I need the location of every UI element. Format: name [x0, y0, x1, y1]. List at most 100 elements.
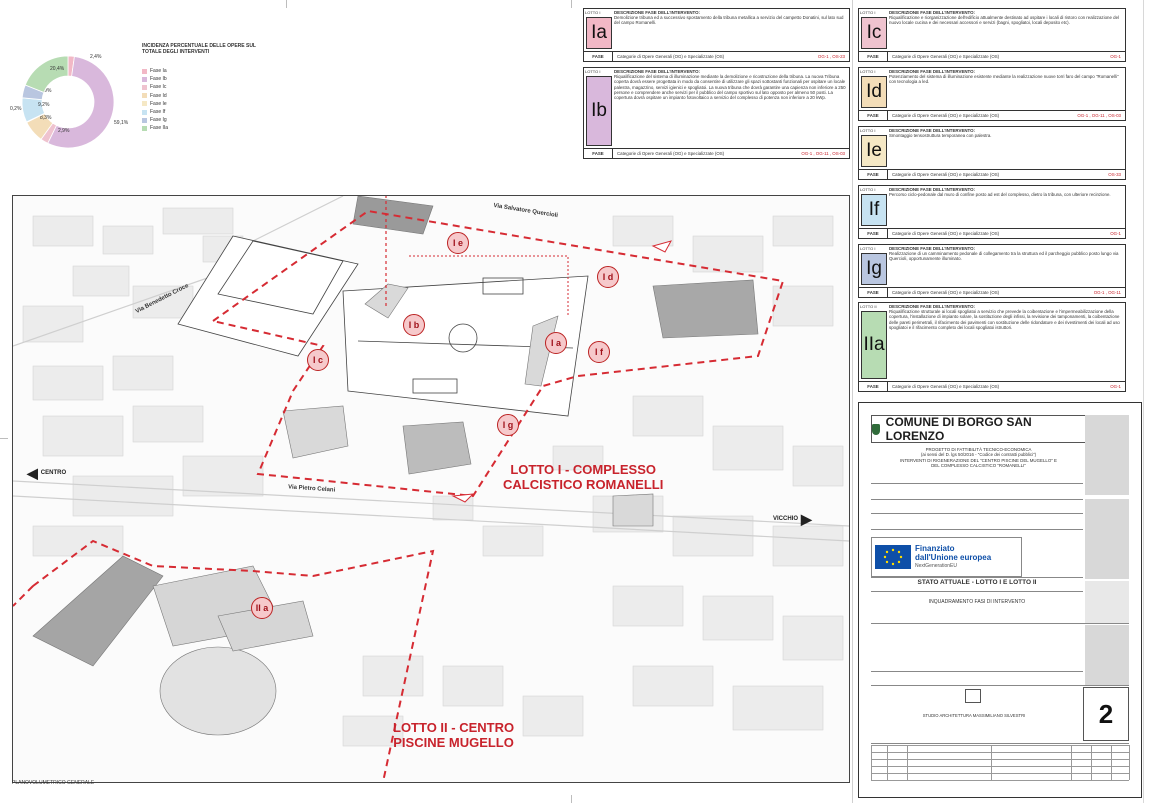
fold-line	[0, 438, 8, 439]
project-line: DEL COMPLESSO CALCISTICO "ROMANELLI"	[931, 462, 1026, 468]
municipality-header: COMUNE DI BORGO SAN LORENZO	[871, 415, 1086, 443]
marker-ig[interactable]: I g	[497, 414, 519, 436]
lotto1-label-line: CALCISTICO ROMANELLI	[503, 477, 664, 492]
phase-desc-title: DESCRIZIONE FASE DELL'INTERVENTO:	[889, 304, 976, 309]
eu-line: NextGenerationEU	[915, 562, 957, 569]
revision-col-line	[871, 745, 872, 780]
coat-of-arms-icon	[872, 423, 880, 435]
marker-id[interactable]: I d	[597, 266, 619, 288]
phase-desc-text: Riqualificazione e riorganizzazione dell…	[889, 15, 1120, 26]
phase-fase-label: FASE	[859, 288, 888, 297]
phase-lotto: LOTTO I	[860, 69, 876, 74]
donut-value-label: 59,1%	[114, 120, 129, 126]
studio-logo-icon	[965, 689, 981, 703]
phase-description: DESCRIZIONE FASE DELL'INTERVENTO:Riquali…	[889, 304, 1123, 330]
lotto2-label-line: LOTTO II - CENTRO	[393, 720, 515, 735]
phase-desc-text: Realizzazione di un camminamento pedonal…	[889, 251, 1119, 262]
marker-ie[interactable]: I e	[447, 232, 469, 254]
phase-desc-text: Smontaggio tensostruttura temporanea con…	[889, 133, 992, 139]
marker-ic[interactable]: I c	[307, 349, 329, 371]
project-line: PROGETTO DI FATTIBILITÀ TECNICO-ECONOMIC…	[925, 447, 1032, 452]
fold-line	[571, 795, 572, 803]
phase-code: Ia	[586, 17, 612, 49]
project-description: PROGETTO DI FATTIBILITÀ TECNICO-ECONOMIC…	[871, 447, 1086, 468]
phase-category: Categorie di Opere Generali (OG) e Speci…	[617, 150, 725, 156]
revision-row-line	[871, 759, 1129, 760]
marker-iia[interactable]: II a	[251, 597, 273, 619]
phase-category: Categorie di Opere Generali (OG) e Speci…	[892, 53, 1000, 59]
phase-code: Ib	[586, 76, 612, 146]
divider	[871, 623, 1129, 624]
phase-fase-label: FASE	[859, 170, 888, 179]
divider	[871, 685, 1129, 686]
legend-label: Fase Ie	[150, 100, 167, 107]
legend-title: INCIDENZA PERCENTUALE DELLE OPERE SUL TO…	[142, 43, 256, 55]
phase-category: Categorie di Opere Generali (OG) e Speci…	[617, 53, 725, 59]
legend-swatch	[142, 126, 147, 132]
phase-category: Categorie di Opere Generali (OG) e Speci…	[892, 230, 1000, 236]
legend-item: Fase If	[142, 108, 168, 116]
marker-ia[interactable]: I a	[545, 332, 567, 354]
fold-line	[286, 0, 287, 8]
eu-funding-badge: Finanziato dall'Unione europea NextGener…	[871, 537, 1022, 577]
legend-label: Fase Id	[150, 92, 167, 99]
phase-footer: FASE Categorie di Opere Generali (OG) e S…	[859, 228, 1125, 238]
legend-label: Fase Ia	[150, 68, 167, 74]
phase-lotto: LOTTO I	[860, 246, 876, 251]
drawing-number: 2	[1083, 687, 1129, 741]
phase-category-codes: OG-1	[1110, 53, 1121, 59]
fold-line	[1143, 0, 1144, 803]
legend-item: Fase Ic	[142, 83, 168, 91]
divider	[871, 513, 1083, 514]
phase-fase-label: FASE	[859, 229, 888, 238]
revision-table	[871, 745, 1130, 785]
revision-col-line	[1129, 745, 1130, 780]
phase-code: IIa	[861, 311, 887, 379]
site-plan-drawing	[13, 196, 849, 782]
phase-fase-label: FASE	[859, 111, 888, 120]
legend-swatch	[142, 101, 147, 107]
marker-ib[interactable]: I b	[403, 314, 425, 336]
direction-label: CENTRO	[40, 470, 67, 476]
revision-row-line	[871, 745, 1129, 746]
phase-fase-label: FASE	[859, 382, 888, 391]
fold-line	[852, 0, 853, 803]
marker-if[interactable]: I f	[588, 341, 610, 363]
phase-desc-title: DESCRIZIONE FASE DELL'INTERVENTO:	[614, 10, 701, 15]
phase-lotto: LOTTO II	[860, 304, 877, 309]
direction-centro: ◀CENTRO	[27, 466, 67, 480]
legend-label: Fase If	[150, 109, 166, 116]
phase-category: Categorie di Opere Generali (OG) e Speci…	[892, 171, 1000, 177]
phase-category-codes: OG-1 , OG-11	[1093, 289, 1121, 295]
phase-desc-text: Riqualificazione del sistema di illumina…	[614, 74, 846, 101]
revision-row-line	[871, 752, 1129, 753]
divider	[871, 671, 1083, 672]
phase-description: DESCRIZIONE FASE DELL'INTERVENTO:Riquali…	[889, 10, 1123, 26]
phase-lotto: LOTTO I	[860, 10, 876, 15]
donut-slice	[24, 55, 69, 93]
legend-swatch	[142, 109, 147, 115]
phase-desc-text: Potenziamento del sistema di illuminazio…	[889, 74, 1119, 85]
revision-col-line	[1091, 745, 1092, 780]
donut-value-label: 4,9%	[40, 88, 52, 94]
phase-desc-title: DESCRIZIONE FASE DELL'INTERVENTO:	[889, 187, 976, 192]
donut-slice	[47, 55, 115, 149]
divider	[871, 591, 1083, 592]
eu-line: dall'Unione europea	[915, 552, 992, 562]
phase-desc-title: DESCRIZIONE FASE DELL'INTERVENTO:	[889, 246, 976, 251]
revision-col-line	[1071, 745, 1072, 780]
arrow-right-icon: ▶	[801, 511, 812, 527]
phase-category: Categorie di Opere Generali (OG) e Speci…	[892, 383, 1000, 389]
divider	[871, 483, 1083, 484]
eu-funding-text: Finanziato dall'Unione europea NextGener…	[915, 544, 991, 571]
phase-code: Ig	[861, 253, 887, 285]
legend-swatch	[142, 93, 147, 99]
